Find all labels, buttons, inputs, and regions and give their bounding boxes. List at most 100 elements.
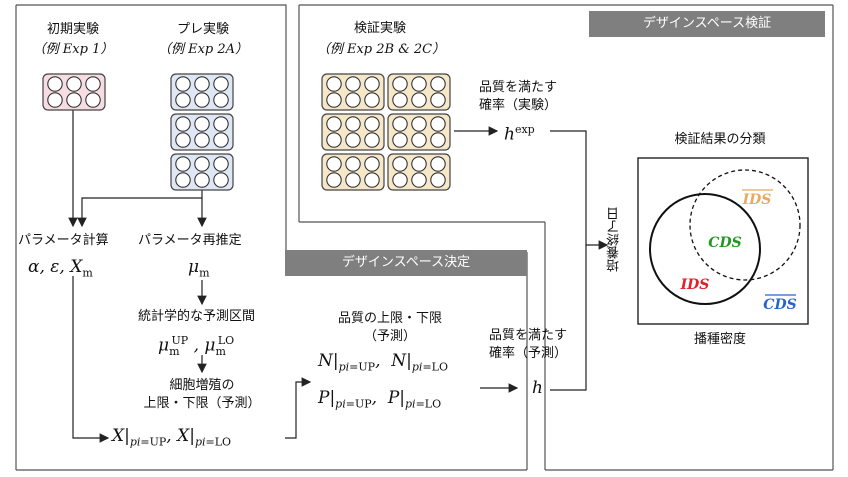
ids-label: IDS [680, 277, 710, 293]
well [345, 116, 361, 132]
well [47, 92, 63, 108]
well [430, 156, 446, 172]
well [345, 76, 361, 92]
validation-experiment-plate [387, 153, 451, 191]
validation-experiment-plate [387, 73, 451, 111]
well [392, 76, 408, 92]
well [345, 132, 361, 148]
well [194, 76, 210, 92]
well [364, 156, 380, 172]
well [47, 76, 63, 92]
quality-bounds-line1: 品質の上限・下限 [337, 311, 442, 326]
well [194, 132, 210, 148]
venn-frame [637, 157, 809, 325]
well [175, 132, 191, 148]
prediction-interval-label: 統計学的な予測区間 [138, 309, 256, 324]
venn-circle-predicted [649, 193, 761, 305]
ids-bar-label: IDS [742, 192, 772, 208]
param-reestimate-symbol: μm [188, 257, 210, 280]
well [326, 116, 342, 132]
well [430, 172, 446, 188]
design-space-determination-header: デザインスペース決定 [285, 250, 527, 276]
well [411, 76, 427, 92]
well [411, 172, 427, 188]
well [392, 132, 408, 148]
initial-experiment-title: 初期実験 [46, 22, 99, 37]
classification-title: 検証結果の分類 [674, 132, 766, 147]
quality-bounds-line2: （予測） [363, 329, 416, 344]
prediction-interval-symbols: μmUP , μmLO [158, 334, 235, 359]
validation-experiment-plate [321, 153, 385, 191]
well [213, 132, 229, 148]
classification-xaxis-label: 播種密度 [693, 332, 746, 347]
initial-experiment-example: （例 Exp 1） [32, 42, 114, 57]
design-space-validation-header: デザインスペース検証 [589, 11, 825, 37]
venn-diagram: IDS CDS IDS CDS [637, 157, 809, 325]
validation-experiment-plate [321, 113, 385, 151]
well [175, 156, 191, 172]
well [175, 116, 191, 132]
pre-experiment-plate [170, 153, 234, 191]
well [85, 76, 101, 92]
well [213, 172, 229, 188]
well [364, 116, 380, 132]
param-calc-label: パラメータ計算 [18, 233, 109, 248]
prob-experiment-line2: 確率（実験） [478, 98, 557, 113]
prob-predicted-symbol: h [532, 378, 543, 398]
well [364, 132, 380, 148]
prob-predicted-line2: 確率（予測） [488, 346, 567, 361]
well [175, 76, 191, 92]
prob-experiment-line1: 品質を満たす [478, 80, 557, 95]
prob-predicted-line1: 品質を満たす [488, 328, 567, 343]
well [411, 156, 427, 172]
well [326, 132, 342, 148]
well [194, 92, 210, 108]
validation-experiment-title: 検証実験 [353, 21, 406, 36]
well [194, 172, 210, 188]
param-reestimate-label: パラメータ再推定 [138, 233, 242, 248]
well [194, 156, 210, 172]
well [392, 92, 408, 108]
pre-experiment-example: （例 Exp 2A） [157, 42, 249, 57]
well [392, 172, 408, 188]
well [175, 172, 191, 188]
well [364, 92, 380, 108]
well [326, 172, 342, 188]
well [175, 92, 191, 108]
well [430, 116, 446, 132]
cds-bar-label: CDS [763, 297, 796, 313]
well [326, 92, 342, 108]
well [345, 92, 361, 108]
well [85, 92, 101, 108]
well [213, 116, 229, 132]
growth-bounds-line1: 細胞増殖の [169, 378, 235, 393]
well [326, 76, 342, 92]
classification-yaxis-label: 培養終了日 [607, 207, 622, 273]
left-frame [16, 4, 287, 252]
pre-experiment-title: プレ実験 [176, 22, 229, 37]
cds-label: CDS [708, 235, 741, 251]
well [430, 92, 446, 108]
well [430, 76, 446, 92]
well [213, 92, 229, 108]
well [213, 76, 229, 92]
quality-bounds-row2: P|pi=UP, P|pi=LO [318, 388, 442, 411]
well [430, 132, 446, 148]
prob-experiment-symbol: hexp [504, 123, 535, 145]
well [411, 116, 427, 132]
well [364, 172, 380, 188]
well [345, 172, 361, 188]
well [364, 76, 380, 92]
initial-experiment-plate [42, 73, 106, 111]
pre-experiment-plate [170, 113, 234, 151]
validation-experiment-plate [321, 73, 385, 111]
well [66, 92, 82, 108]
well [411, 132, 427, 148]
quality-bounds-row1: N|pi=UP, N|pi=LO [318, 351, 448, 374]
pre-experiment-plate [170, 73, 234, 111]
well [194, 116, 210, 132]
well [411, 92, 427, 108]
param-calc-symbols: α, ε, Xm [28, 257, 93, 280]
